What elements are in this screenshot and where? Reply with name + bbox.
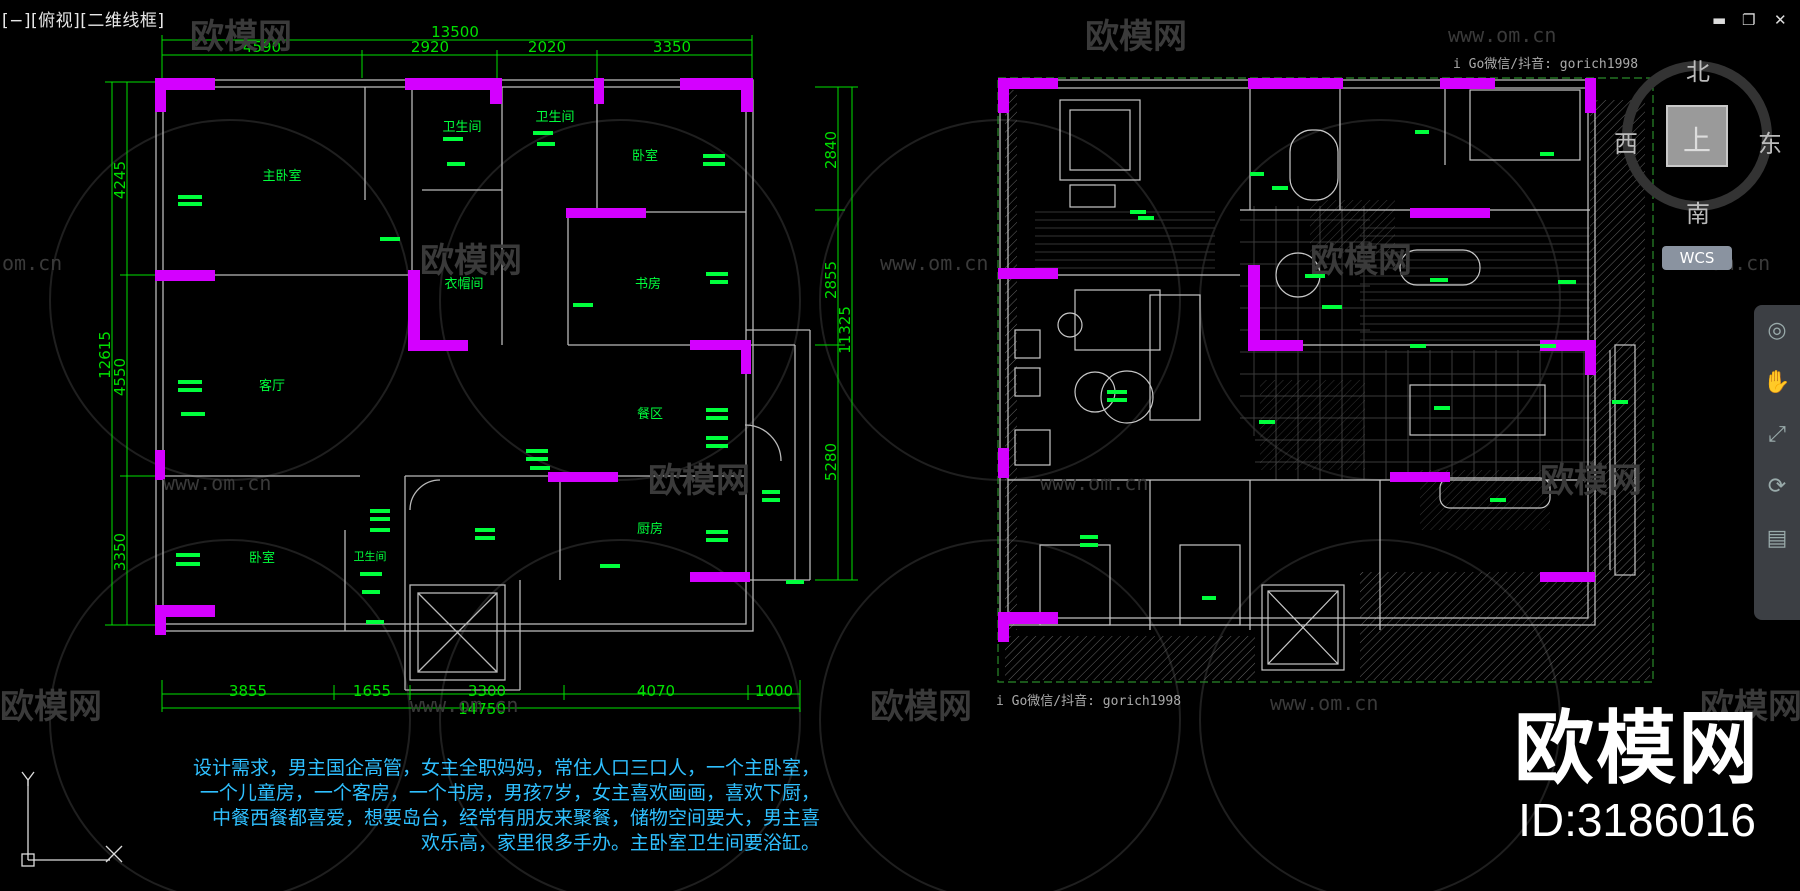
right-floor-plan: i Go微信/抖音: gorich1998 i Go微信/抖音: gorich1… xyxy=(996,56,1654,709)
dimension-text: 11325 xyxy=(836,306,854,354)
room-label: 主卧室 xyxy=(262,168,301,184)
dimension-text: 2855 xyxy=(822,261,840,299)
viewcube-top-face xyxy=(1666,105,1728,167)
dimension-text: 13500 xyxy=(431,23,479,41)
orbit-icon[interactable]: ⟳ xyxy=(1767,474,1787,499)
svg-text:欧模网: 欧模网 xyxy=(1310,241,1412,281)
dimension-text: 3855 xyxy=(229,682,267,700)
room-label: 书房 xyxy=(635,276,661,292)
credit-text: i Go微信/抖音: gorich1998 xyxy=(1453,56,1638,72)
room-label: 餐区 xyxy=(637,406,663,422)
brand-stamp-title: 欧模网 xyxy=(1514,702,1760,795)
dimension-text: 14750 xyxy=(458,700,506,718)
viewcube-top-label[interactable]: 上 xyxy=(1683,124,1712,157)
compass-north[interactable]: 北 xyxy=(1686,58,1710,86)
dimension-lines xyxy=(105,35,858,712)
minimize-icon[interactable]: ▬ xyxy=(1712,11,1727,29)
credit-text: i Go微信/抖音: gorich1998 xyxy=(996,693,1181,709)
watermark-brand: 欧模网 欧模网 欧模网 欧模网 欧模网 欧模网 欧模网 欧模网 欧模网 xyxy=(0,17,1800,727)
svg-text:欧模网: 欧模网 xyxy=(1085,17,1187,57)
room-label: 卫生间 xyxy=(535,110,574,125)
room-label: 卧室 xyxy=(632,148,658,164)
design-note-line: 一个儿童房，一个客房，一个书房，男孩7岁，女主喜欢画画，喜欢下厨， xyxy=(199,782,820,804)
dimension-text: 4070 xyxy=(637,682,675,700)
svg-text:om.cn: om.cn xyxy=(2,251,62,275)
zoom-extents-icon[interactable]: ⤢ xyxy=(1768,422,1786,447)
svg-text:欧模网: 欧模网 xyxy=(870,687,972,727)
dimension-text: 2020 xyxy=(528,38,566,56)
dimension-text: 5280 xyxy=(822,443,840,481)
compass-south[interactable]: 南 xyxy=(1686,200,1710,228)
dimension-text: 2920 xyxy=(411,38,449,56)
left-floor-plan: 主卧室 卫生间 卫生间 卧室 衣帽间 书房 客厅 餐区 卧室 卫生间 厨房 xyxy=(96,23,858,718)
svg-text:欧模网: 欧模网 xyxy=(648,461,750,501)
navigation-bar: ◎ ✋ ⤢ ⟳ ▤ xyxy=(1754,305,1800,620)
dimension-text: 12615 xyxy=(96,331,114,379)
svg-text:欧模网: 欧模网 xyxy=(0,687,102,727)
dimension-text: 2840 xyxy=(822,131,840,169)
wall-segments xyxy=(155,78,753,635)
text-marks xyxy=(176,131,804,624)
watermark-url: www.om.cn www.om.cn www.om.cn www.om.cn … xyxy=(2,23,1770,717)
ucs-icon xyxy=(21,771,123,867)
wcs-menu[interactable]: WCS xyxy=(1662,246,1732,270)
room-label: 卧室 xyxy=(249,550,275,566)
svg-text:www.om.cn: www.om.cn xyxy=(1040,471,1148,495)
svg-text:www.om.cn: www.om.cn xyxy=(163,471,271,495)
dimension-text: 3350 xyxy=(653,38,691,56)
dimension-text: 4550 xyxy=(111,358,129,396)
restore-icon[interactable]: ❐ xyxy=(1742,11,1756,29)
svg-text:欧模网: 欧模网 xyxy=(1700,687,1800,727)
design-note-line: 中餐西餐都喜爱，想要岛台，经常有朋友来聚餐，储物空间要大，男主喜 xyxy=(211,807,820,829)
close-icon[interactable]: ✕ xyxy=(1774,11,1787,29)
viewcube-compass[interactable] xyxy=(1622,61,1772,211)
svg-text:www.om.cn: www.om.cn xyxy=(1270,691,1378,715)
svg-text:欧模网: 欧模网 xyxy=(420,241,522,281)
brand-stamp: 欧模网 ID:3186016 xyxy=(1514,702,1760,847)
svg-text:欧模网: 欧模网 xyxy=(190,17,292,57)
room-label: 卫生间 xyxy=(442,120,481,135)
design-note: 设计需求，男主国企高管，女主全职妈妈，常住人口三口人，一个主卧室， 一个儿童房，… xyxy=(120,756,820,856)
dimension-text: 3300 xyxy=(468,682,506,700)
showmotion-icon[interactable]: ▤ xyxy=(1766,526,1788,551)
dimension-text: 1655 xyxy=(353,682,391,700)
room-label: 客厅 xyxy=(259,378,285,394)
dimension-text: 4590 xyxy=(243,38,281,56)
brand-stamp-id: ID:3186016 xyxy=(1518,794,1756,846)
pan-icon[interactable]: ✋ xyxy=(1763,370,1791,395)
dimension-text: 3350 xyxy=(111,533,129,571)
viewport-label[interactable]: [−][俯视][二维线框] xyxy=(2,11,165,31)
svg-text:www.om.cn: www.om.cn xyxy=(880,251,988,275)
room-label: 卫生间 xyxy=(354,549,387,563)
compass-east[interactable]: 东 xyxy=(1758,130,1782,158)
compass-west[interactable]: 西 xyxy=(1614,130,1638,158)
svg-text:www.om.cn: www.om.cn xyxy=(410,693,518,717)
design-note-line: 欢乐高，家里很多手办。主卧室卫生间要浴缸。 xyxy=(420,832,820,854)
steering-wheel-icon[interactable]: ◎ xyxy=(1767,318,1787,343)
room-label: 衣帽间 xyxy=(444,276,483,292)
dimension-text: 1000 xyxy=(755,682,793,700)
svg-text:欧模网: 欧模网 xyxy=(1540,461,1642,501)
room-label: 厨房 xyxy=(637,521,663,537)
design-note-line: 设计需求，男主国企高管，女主全职妈妈，常住人口三口人，一个主卧室， xyxy=(192,757,820,779)
dimension-text: 4245 xyxy=(111,161,129,199)
svg-text:www.om.cn: www.om.cn xyxy=(1448,23,1556,47)
